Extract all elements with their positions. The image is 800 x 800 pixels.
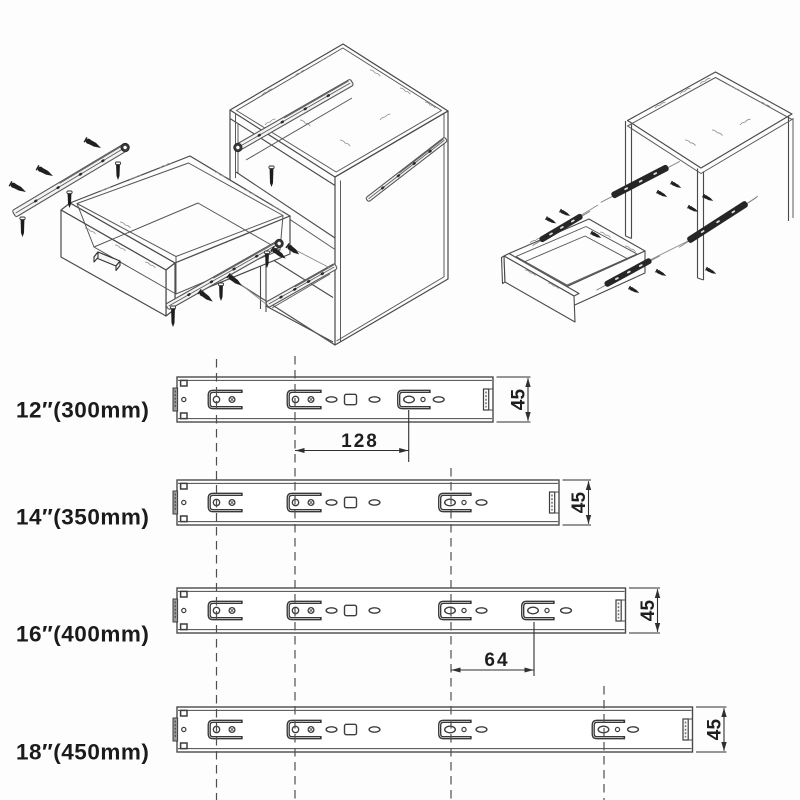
svg-text:64: 64 [484,650,509,671]
svg-text:45: 45 [509,389,530,411]
svg-text:45: 45 [569,492,590,514]
svg-text:45: 45 [638,600,659,622]
svg-text:16″(400mm): 16″(400mm) [16,622,149,647]
svg-text:12″(300mm): 12″(300mm) [16,398,149,423]
svg-text:45: 45 [705,719,726,741]
svg-text:128: 128 [341,431,379,452]
svg-text:18″(450mm): 18″(450mm) [16,740,149,765]
svg-text:14″(350mm): 14″(350mm) [16,505,149,530]
